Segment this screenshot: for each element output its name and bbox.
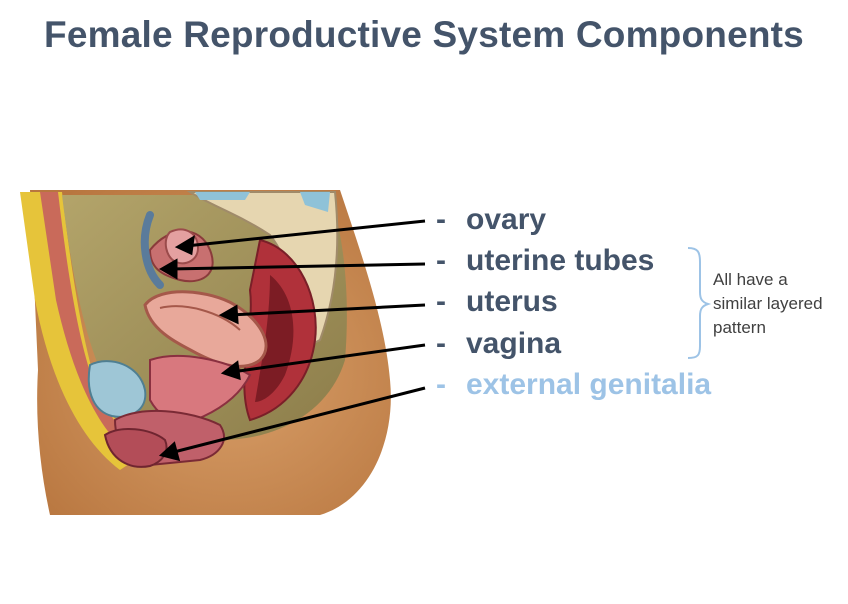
label-uterine-tubes-text: uterine tubes xyxy=(466,244,655,277)
grouping-bracket xyxy=(687,247,712,359)
arrowhead-external-genitalia xyxy=(158,441,181,462)
page-title: Female Reproductive System Components xyxy=(44,14,804,55)
label-dash: - xyxy=(436,244,446,277)
pointer-arrows xyxy=(158,219,426,462)
tube-vessel xyxy=(140,211,164,289)
label-vagina: -vagina xyxy=(436,327,561,361)
label-ovary: -ovary xyxy=(436,203,546,237)
label-vagina-text: vagina xyxy=(466,327,562,360)
arrow-vagina xyxy=(231,343,426,374)
uterus-cavity xyxy=(159,305,241,331)
label-dash: - xyxy=(436,203,446,236)
label-dash: - xyxy=(436,368,446,401)
rectum-inner xyxy=(255,275,294,402)
label-dash: - xyxy=(436,327,446,360)
arrow-ovary xyxy=(185,219,426,248)
bracket-note-line-2: similar layered xyxy=(713,294,823,313)
abdominal-wall-muscle xyxy=(40,192,142,454)
label-uterine-tubes: -uterine tubes xyxy=(436,244,654,278)
bracket-note-line-1: All have a xyxy=(713,270,788,289)
label-external-genitalia: -external genitalia xyxy=(436,368,711,402)
arrowhead-ovary xyxy=(174,235,195,256)
bracket-note: All have a similar layered pattern xyxy=(713,268,848,340)
arrow-external-genitalia xyxy=(169,386,426,455)
arrow-uterus xyxy=(229,303,426,317)
sacrum-vessel xyxy=(195,192,250,200)
spinal-vessel xyxy=(300,192,330,212)
arrow-uterine-tubes xyxy=(169,262,426,271)
arrowhead-vagina xyxy=(220,360,241,381)
bracket-note-line-3: pattern xyxy=(713,318,766,337)
arrowhead-uterine-tubes xyxy=(158,258,178,280)
label-external-genitalia-text: external genitalia xyxy=(466,368,712,401)
label-dash: - xyxy=(436,285,446,318)
label-ovary-text: ovary xyxy=(466,203,547,236)
arrowhead-uterus xyxy=(218,304,239,325)
label-uterus-text: uterus xyxy=(466,285,558,318)
label-uterus: -uterus xyxy=(436,285,558,319)
